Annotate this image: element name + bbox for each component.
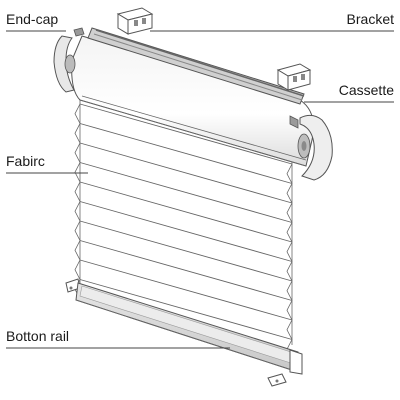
left-end-cap (53, 27, 85, 93)
fabric-pleat-edge-left (74, 259, 81, 280)
fabric-pleat-fold (79, 123, 293, 184)
fabric-pleat-fold (79, 240, 293, 301)
right-end-cap (289, 114, 333, 181)
fabric-pleat-edge-left (74, 181, 81, 202)
cassette (71, 27, 314, 167)
fabric-pleat-edge-left (74, 103, 81, 124)
fabric-pleat-fold (79, 162, 293, 223)
fabric-pleat-fold (79, 103, 293, 165)
label-bottom-rail: Botton rail (6, 328, 69, 344)
label-cassette: Cassette (339, 82, 394, 98)
fabric-pleat-edge-right (286, 319, 293, 340)
fabric-panel (74, 100, 293, 360)
fabric-pleat-edge-left (74, 240, 81, 261)
fabric-pleat-fold (79, 201, 293, 262)
fabric-pleat-edge-right (286, 202, 293, 223)
bottom-rail (65, 278, 303, 387)
label-end-cap: End-cap (6, 11, 58, 27)
fabric-pleat-edge-left (74, 201, 81, 222)
fabric-pleat-edge-right (286, 222, 293, 243)
fabric-pleat-edge-right (286, 163, 293, 184)
bracket-right (276, 63, 312, 91)
fabric-pleat-edge-left (74, 123, 81, 144)
fabric-pleat-edge-right (286, 183, 293, 204)
fabric-pleat-edge-right (286, 261, 293, 282)
fabric-pleat-edge-right (286, 280, 293, 301)
fabric-pleat-fold (79, 220, 293, 282)
fabric-pleat-fold (79, 142, 293, 204)
fabric-pleat-fold (79, 181, 293, 243)
fabric-pleats (74, 103, 293, 360)
bracket-left (116, 7, 154, 35)
fabric-pleat-edge-left (74, 162, 81, 183)
fabric-pleat-fold (79, 259, 293, 321)
fabric-pleat-edge-left (74, 142, 81, 163)
fabric-pleat-edge-right (286, 241, 293, 262)
fabric-pleat-fold (79, 279, 293, 340)
fabric-pleat-edge-left (74, 220, 81, 241)
label-fabric: Fabirc (6, 153, 45, 169)
fabric-pleat-edge-right (286, 300, 293, 321)
label-bracket: Bracket (347, 11, 395, 27)
